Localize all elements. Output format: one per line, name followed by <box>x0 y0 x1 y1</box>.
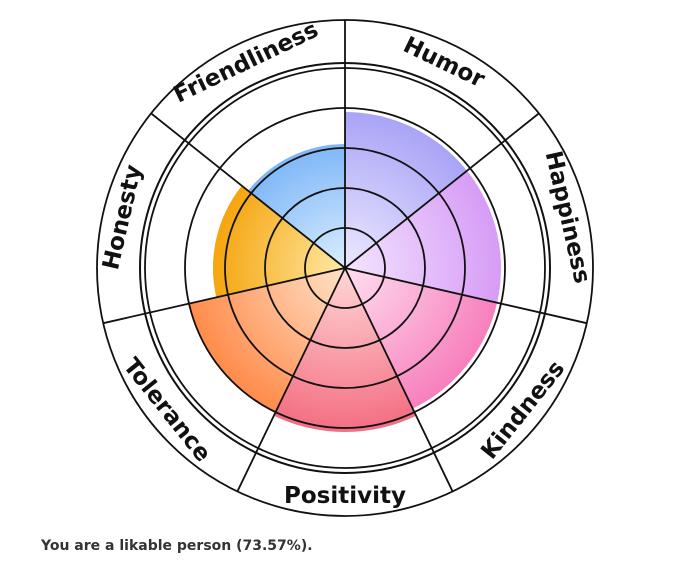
sector-honesty <box>212 185 345 298</box>
label-kindness: Kindness <box>476 356 570 464</box>
grid-layer <box>96 19 594 517</box>
label-happiness: Happiness <box>540 149 595 286</box>
spoke-line <box>150 112 346 269</box>
sector-happiness <box>345 170 501 303</box>
result-text: You are a likable person (73.57%). <box>41 538 313 554</box>
sector-positivity <box>273 268 417 432</box>
spoke-line <box>344 267 587 325</box>
spoke-line <box>344 267 454 492</box>
spoke-line <box>103 267 346 325</box>
spoke-line <box>344 112 540 269</box>
sector-humor <box>345 112 467 268</box>
personality-wheel-chart: HumorHappinessKindnessPositivityToleranc… <box>96 17 595 517</box>
spoke-line <box>236 267 346 492</box>
label-positivity: Positivity <box>284 483 406 509</box>
